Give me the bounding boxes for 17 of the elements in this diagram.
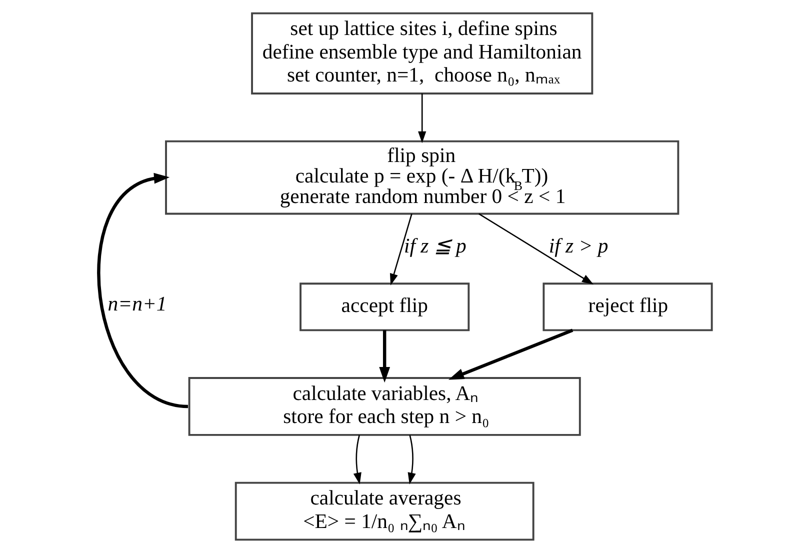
- node-box: calculate variables, Aₙ store for each step n > n₀: [188, 377, 581, 436]
- node-box: accept flip: [300, 282, 470, 332]
- arrow: [448, 328, 574, 380]
- arrow: [353, 435, 362, 484]
- arrow: [379, 330, 390, 383]
- arrow: [390, 214, 412, 286]
- arrow: [97, 172, 188, 408]
- edge-label: n=n+1: [108, 294, 167, 316]
- arrow: [408, 435, 416, 484]
- arrow: [478, 213, 594, 285]
- edge-label: if z ≦ p: [404, 235, 466, 258]
- arrow: [418, 93, 426, 144]
- edge-label: if z > p: [548, 235, 608, 258]
- node-box: reject flip: [542, 282, 713, 332]
- node-box: set up lattice sites i, define spins define ensemble type and Hamiltonian set counter, n=1, choose n₀, nₘₐₓ: [251, 12, 594, 94]
- node-box: calculate averages <E> = 1/n₀ ₙ∑ₙ₀ Aₙ: [234, 482, 534, 541]
- node-box: flip spin calculate p = exp (- Δ H/(k$_{B}$T)) generate random number 0 < z < 1: [165, 140, 680, 215]
